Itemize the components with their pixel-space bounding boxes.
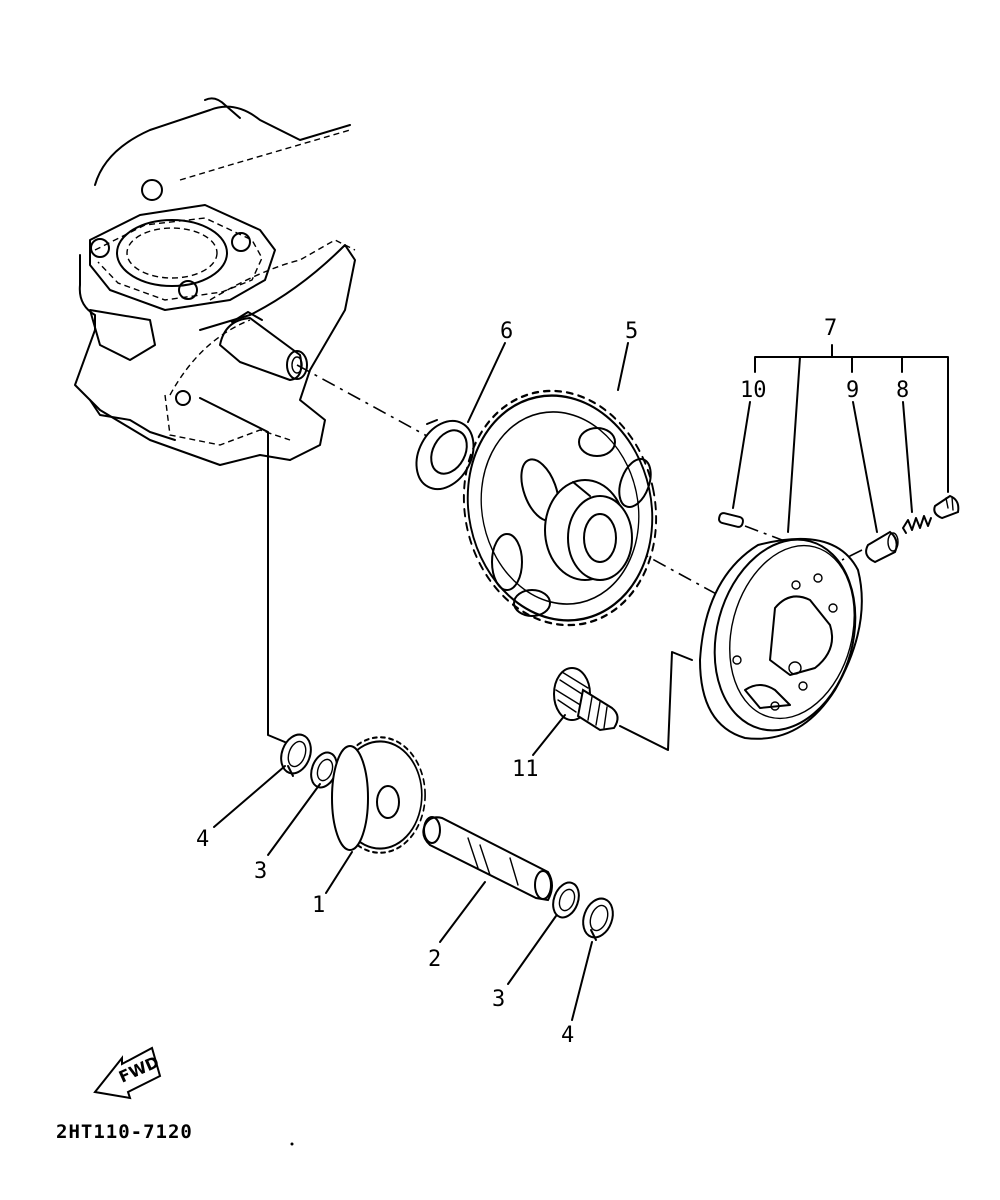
shaft-part-2 <box>422 816 553 902</box>
spring-centerline <box>841 549 863 561</box>
circlip-part-4-lower <box>582 897 614 941</box>
part-label-4-upper: 4 <box>196 827 209 852</box>
washer-part-6 <box>415 419 475 491</box>
clutch-assembly-part-7 <box>698 537 863 740</box>
leader-lines <box>213 342 949 1021</box>
diagram-code: 2HT110-7120 <box>56 1121 193 1143</box>
engine-crankcase-outline <box>74 97 356 466</box>
part-label-2: 2 <box>428 947 441 972</box>
part-label-7: 7 <box>824 316 837 341</box>
washer-part-3-lower <box>552 881 580 919</box>
assembly-leader-line <box>199 397 293 746</box>
spring-part-8 <box>902 515 932 534</box>
part-label-3-lower: 3 <box>492 987 505 1012</box>
plunger-part-9 <box>865 530 899 564</box>
part-label-1: 1 <box>312 893 325 918</box>
bolt-leader-line <box>619 651 693 751</box>
forward-direction-arrow: FWD <box>93 1046 162 1100</box>
spring-cap <box>933 494 960 520</box>
part-label-10: 10 <box>740 378 767 403</box>
part-label-8: 8 <box>896 378 909 403</box>
pin-centerline <box>744 525 783 541</box>
bolt-part-11 <box>553 667 619 732</box>
part-label-11: 11 <box>512 757 539 782</box>
stray-dot <box>290 1142 294 1146</box>
roller-part-10 <box>717 512 745 528</box>
idler-gear-part-1 <box>331 736 426 854</box>
part-label-3-upper: 3 <box>254 859 267 884</box>
part-label-6: 6 <box>500 319 513 344</box>
wheel-gear-part-5 <box>462 389 658 627</box>
circlip-part-4-upper <box>280 733 312 777</box>
part-label-5: 5 <box>625 319 638 344</box>
part-label-9: 9 <box>846 378 859 403</box>
part-label-4-lower: 4 <box>561 1023 574 1048</box>
